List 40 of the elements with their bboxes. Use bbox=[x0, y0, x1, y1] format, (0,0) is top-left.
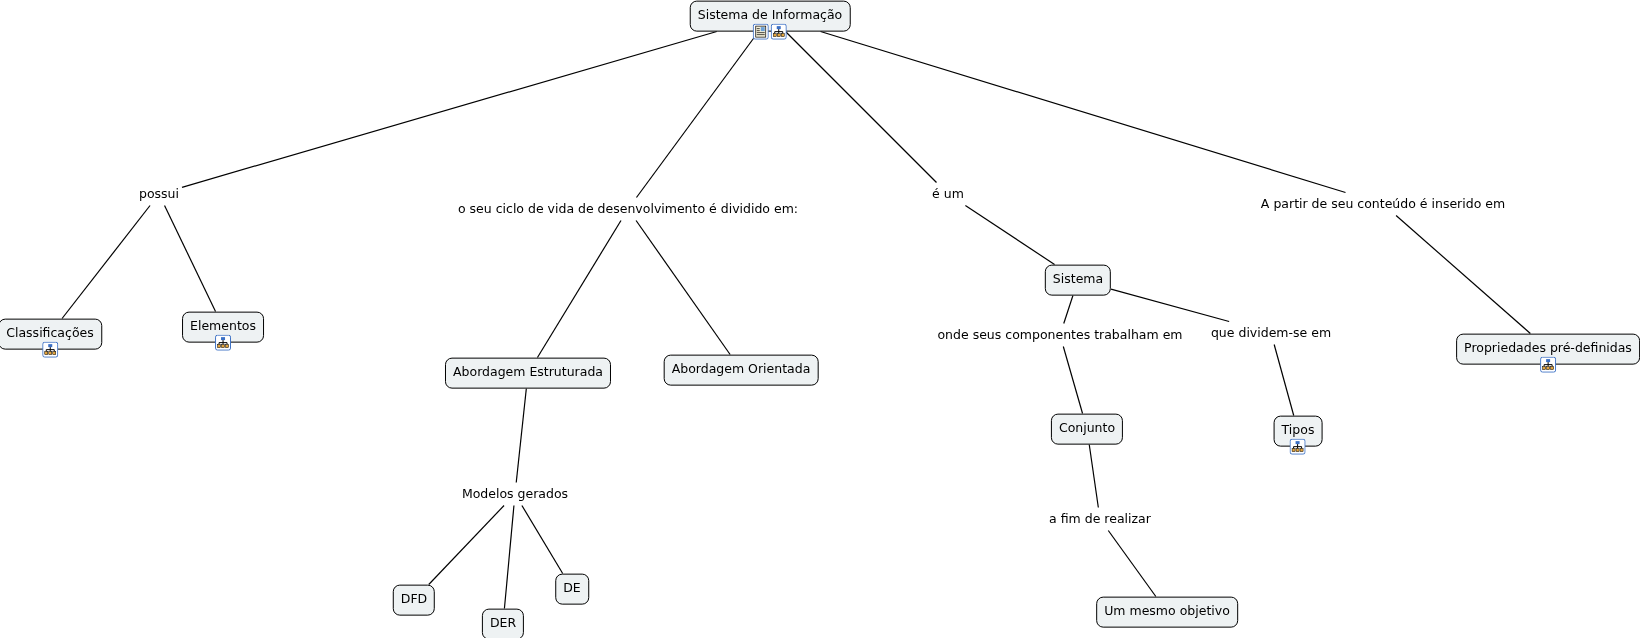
concept-label: Abordagem Estruturada bbox=[453, 362, 603, 381]
connector-line bbox=[1110, 288, 1230, 323]
concept-box bbox=[1096, 596, 1238, 628]
connector-line bbox=[1107, 529, 1157, 598]
connector-line bbox=[181, 30, 718, 188]
concept-box bbox=[445, 357, 611, 389]
connector-line bbox=[536, 219, 622, 359]
connector-line bbox=[1062, 345, 1084, 415]
connector-line bbox=[1063, 294, 1074, 325]
connector-line bbox=[521, 504, 564, 575]
concept-box bbox=[481, 608, 525, 638]
concept-label: DFD bbox=[400, 589, 428, 608]
concept-box bbox=[555, 573, 589, 605]
concept-box bbox=[392, 584, 436, 616]
concept-label: Sistema bbox=[1052, 269, 1104, 288]
concept-box bbox=[1044, 264, 1112, 296]
concept-label: DE bbox=[563, 578, 581, 597]
connector-line bbox=[515, 387, 527, 484]
concept-box bbox=[663, 354, 819, 386]
connector-line bbox=[1088, 443, 1099, 509]
connector-line bbox=[1273, 343, 1295, 417]
connector-line bbox=[503, 504, 515, 610]
connector-line bbox=[635, 219, 731, 356]
concept-box bbox=[1050, 413, 1124, 445]
connector-line bbox=[163, 204, 217, 313]
connector-line bbox=[1395, 214, 1531, 335]
connector-line bbox=[428, 504, 505, 586]
connector-line bbox=[964, 204, 1056, 266]
concept-label: Tipos bbox=[1281, 420, 1315, 439]
concept-label: Classificações bbox=[6, 323, 94, 342]
concept-label: Elementos bbox=[190, 316, 256, 335]
concept-label: DER bbox=[489, 613, 517, 632]
concept-label: Abordagem Orientada bbox=[671, 359, 811, 378]
connector-line bbox=[784, 30, 938, 184]
concept-label: Conjunto bbox=[1058, 418, 1116, 437]
concept-label: Propriedades pré-definidas bbox=[1464, 338, 1632, 357]
connector-line bbox=[819, 30, 1347, 194]
connector-line bbox=[61, 204, 151, 320]
concept-label: Um mesmo objetivo bbox=[1104, 601, 1230, 620]
concept-label: Sistema de Informação bbox=[697, 5, 843, 24]
